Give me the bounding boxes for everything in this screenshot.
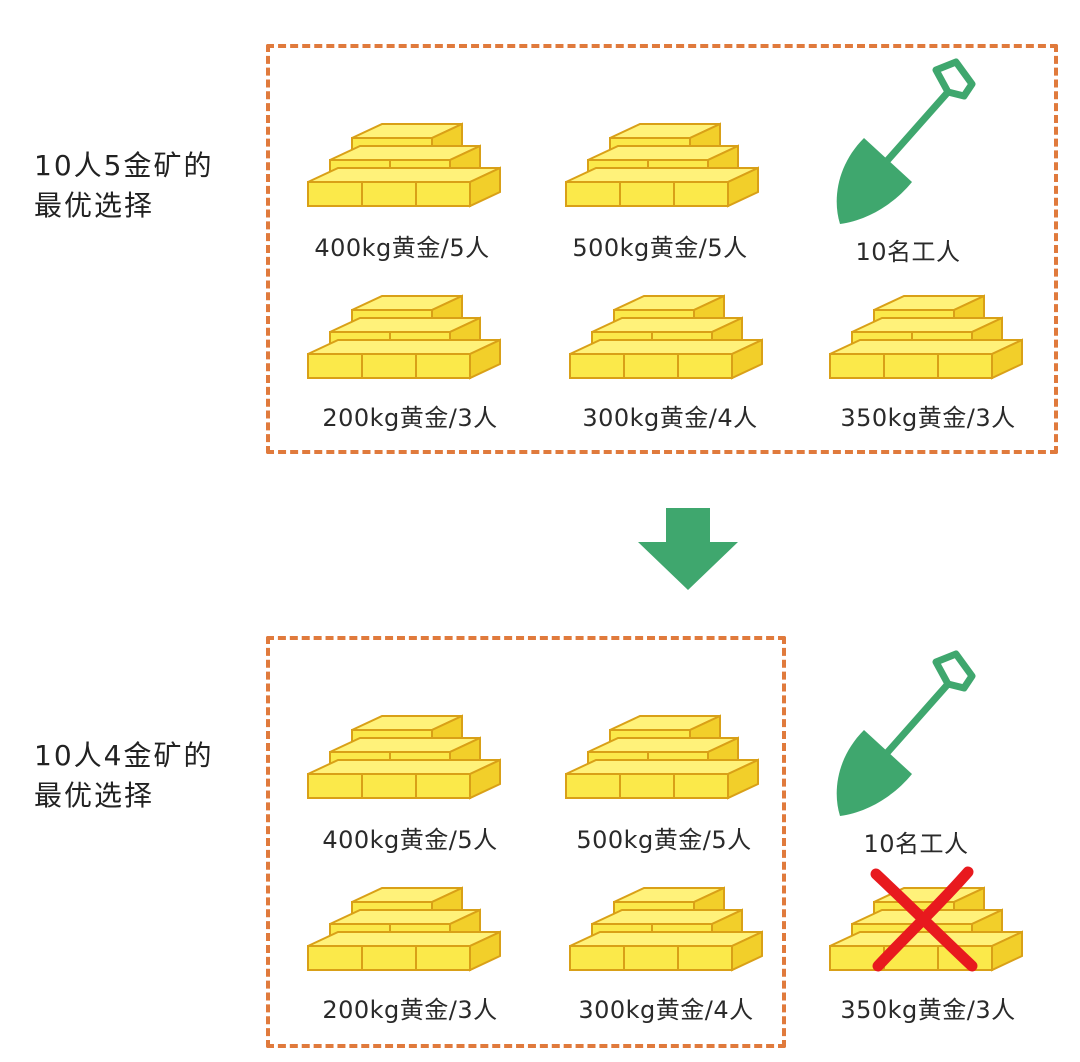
shovel-icon: [824, 650, 984, 820]
top-label-line1: 10人5金矿的: [34, 149, 214, 182]
mine-caption: 500kg黄金/5人: [576, 826, 752, 854]
bottom-selection-frame: [266, 636, 786, 1048]
mine-caption: 300kg黄金/4人: [582, 404, 758, 432]
top-section-label: 10人5金矿的 最优选择: [34, 146, 254, 226]
mine-caption: 200kg黄金/3人: [322, 996, 498, 1024]
mine-caption: 500kg黄金/5人: [572, 234, 748, 262]
bottom-label-line1: 10人4金矿的: [34, 739, 214, 772]
gold-pile-icon: [304, 880, 504, 990]
gold-pile-icon: [304, 116, 504, 226]
top-label-line2: 最优选择: [34, 189, 155, 222]
cross-icon: [868, 866, 980, 974]
shovel-icon: [824, 58, 984, 228]
mine-caption: 400kg黄金/5人: [322, 826, 498, 854]
gold-pile-icon: [562, 708, 762, 818]
workers-caption: 10名工人: [863, 830, 969, 858]
bottom-label-line2: 最优选择: [34, 779, 155, 812]
mine-caption: 300kg黄金/4人: [578, 996, 754, 1024]
gold-pile-icon: [304, 708, 504, 818]
gold-pile-icon: [562, 116, 762, 226]
top-selection-frame: [266, 44, 1058, 454]
gold-pile-icon: [566, 288, 766, 398]
gold-pile-icon: [566, 880, 766, 990]
gold-pile-icon: [304, 288, 504, 398]
excluded-mine-caption: 350kg黄金/3人: [840, 996, 1016, 1024]
mine-caption: 400kg黄金/5人: [314, 234, 490, 262]
mine-caption: 350kg黄金/3人: [840, 404, 1016, 432]
mine-caption: 200kg黄金/3人: [322, 404, 498, 432]
bottom-section-label: 10人4金矿的 最优选择: [34, 736, 254, 816]
gold-pile-icon: [826, 288, 1026, 398]
workers-caption: 10名工人: [855, 238, 961, 266]
down-arrow-icon: [636, 508, 740, 592]
